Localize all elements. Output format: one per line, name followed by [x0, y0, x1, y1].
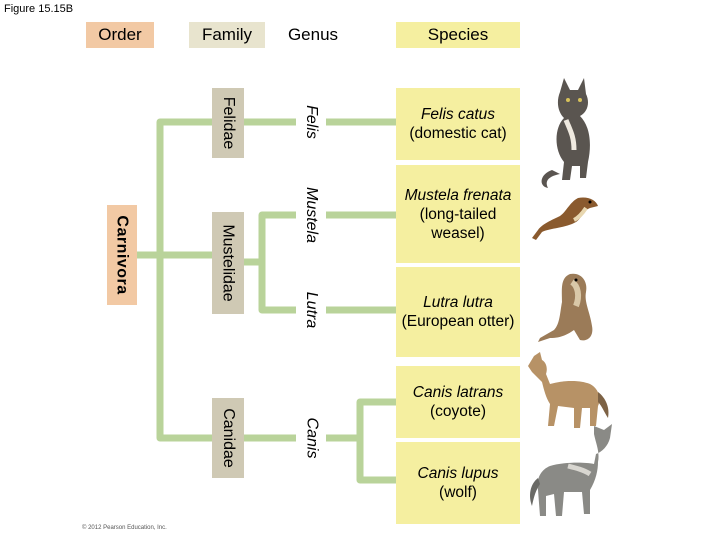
- genus-canis: Canis: [296, 408, 326, 468]
- coyote-image: [524, 348, 614, 432]
- species-name: Lutra lutra: [402, 293, 515, 312]
- branch-canis-split: [326, 402, 396, 438]
- genus-lutra: Lutra: [296, 282, 326, 338]
- copyright-notice: © 2012 Pearson Education, Inc.: [82, 525, 167, 531]
- species-name: Canis latrans: [413, 383, 503, 402]
- branch-mustelidae-mustela: [244, 215, 296, 262]
- species-canis-latrans: Canis latrans(coyote): [396, 366, 520, 438]
- genus-label: Lutra: [302, 292, 320, 328]
- genus-label: Canis: [302, 418, 320, 459]
- species-name: Felis catus: [409, 105, 506, 124]
- genus-label: Felis: [302, 105, 320, 139]
- family-canidae: Canidae: [212, 398, 244, 478]
- species-name: Mustela frenata: [396, 186, 520, 205]
- family-label: Felidae: [219, 97, 237, 149]
- european-otter-image: [530, 268, 610, 348]
- branch-canis-lupus: [360, 438, 396, 480]
- species-common-name: (long-tailed weasel): [396, 205, 520, 243]
- domestic-cat-image: [530, 70, 610, 190]
- genus-label: Mustela: [302, 187, 320, 243]
- branch-order-felidae: [137, 122, 212, 255]
- family-felidae: Felidae: [212, 88, 244, 158]
- genus-mustela: Mustela: [296, 178, 326, 252]
- family-label: Canidae: [219, 408, 237, 468]
- order-carnivora: Carnivora: [107, 205, 137, 305]
- branch-order-canidae: [160, 255, 212, 438]
- wolf-image: [524, 422, 618, 520]
- family-mustelidae: Mustelidae: [212, 212, 244, 314]
- species-name: Canis lupus: [418, 464, 499, 483]
- branch-mustelidae-lutra: [262, 262, 296, 310]
- species-common-name: (European otter): [402, 312, 515, 331]
- species-common-name: (coyote): [413, 402, 503, 421]
- species-lutra-lutra: Lutra lutra(European otter): [396, 267, 520, 357]
- species-common-name: (wolf): [418, 483, 499, 502]
- species-common-name: (domestic cat): [409, 124, 506, 143]
- species-canis-lupus: Canis lupus(wolf): [396, 442, 520, 524]
- order-label: Carnivora: [113, 215, 131, 294]
- genus-felis: Felis: [296, 94, 326, 150]
- family-label: Mustelidae: [219, 224, 237, 301]
- species-felis-catus: Felis catus(domestic cat): [396, 88, 520, 160]
- long-tailed-weasel-image: [526, 188, 606, 248]
- species-mustela-frenata: Mustela frenata(long-tailed weasel): [396, 165, 520, 263]
